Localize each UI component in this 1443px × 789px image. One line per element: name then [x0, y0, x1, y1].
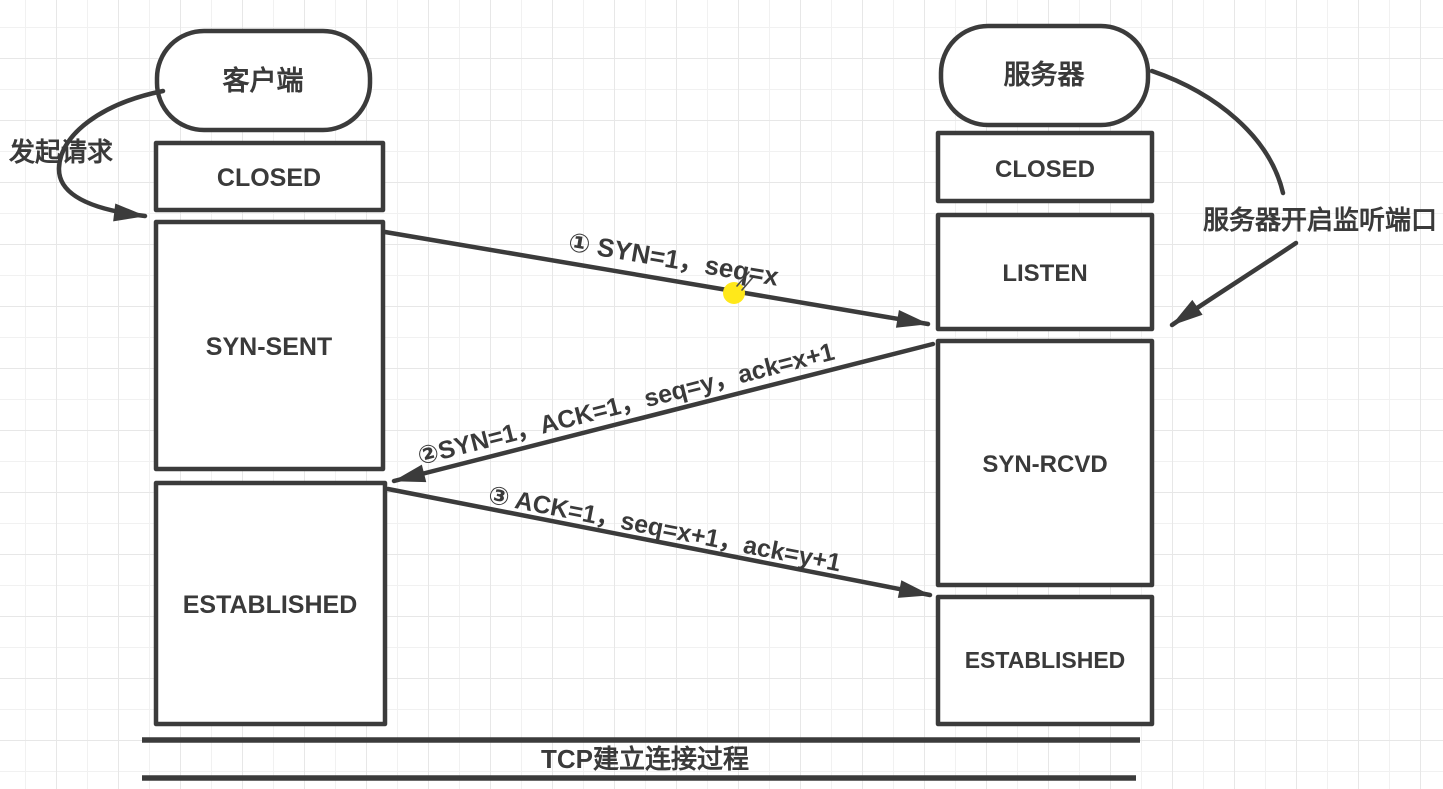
server-node-bubble	[938, 23, 1151, 128]
pencil-cursor-icon	[736, 271, 755, 291]
client-state-established-label: ESTABLISHED	[183, 591, 358, 619]
client-state-syn-sent-box	[153, 219, 386, 472]
server-state-closed-label: CLOSED	[995, 156, 1095, 183]
client-annotation-arrow	[56, 88, 166, 222]
client-node-label: 客户端	[223, 65, 304, 96]
server-annotation-arrow	[1169, 240, 1299, 328]
server-state-closed-box	[935, 130, 1155, 204]
server-state-listen-label: LISTEN	[1002, 260, 1087, 287]
server-state-syn-rcvd-label: SYN-RCVD	[982, 451, 1107, 478]
client-state-closed-box	[153, 140, 386, 213]
client-annotation-label: 发起请求	[8, 137, 113, 167]
client-state-syn-sent-label: SYN-SENT	[206, 333, 332, 361]
server-state-established-box	[935, 594, 1155, 727]
message-3-label: ③ ACK=1，seq=x+1，ack=y+1	[486, 481, 843, 578]
message-3-arrow	[385, 486, 933, 598]
server-annotation-label: 服务器开启监听端口	[1203, 205, 1437, 235]
server-annotation-curve	[1149, 68, 1286, 196]
message-2-label: ②SYN=1，ACK=1，seq=y，ack=x+1	[415, 338, 838, 471]
message-2-arrow	[391, 341, 936, 484]
cursor-highlight-dot	[723, 282, 745, 304]
server-state-listen-box	[935, 212, 1155, 332]
message-1-arrow	[382, 229, 931, 328]
client-state-closed-label: CLOSED	[217, 164, 321, 192]
diagram-title: TCP建立连接过程	[541, 744, 749, 774]
server-node-label: 服务器	[1004, 60, 1086, 90]
client-node-bubble	[154, 28, 373, 133]
server-state-syn-rcvd-box	[935, 338, 1155, 588]
server-state-established-label: ESTABLISHED	[965, 647, 1126, 673]
client-state-established-box	[153, 480, 388, 727]
